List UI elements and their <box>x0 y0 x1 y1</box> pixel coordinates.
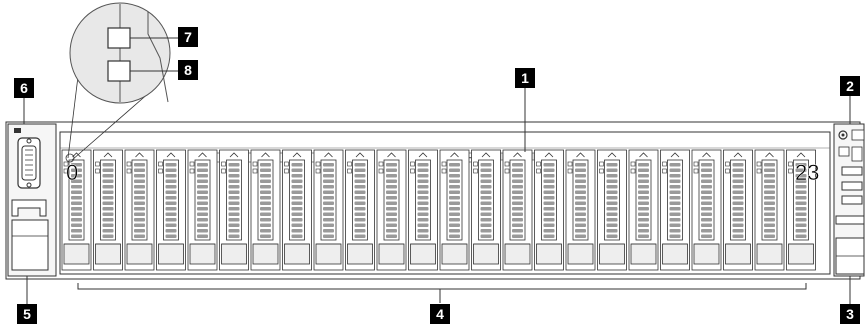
drive-bay[interactable] <box>597 149 627 271</box>
drive-bay[interactable] <box>628 149 659 271</box>
drive-bay[interactable] <box>187 149 218 271</box>
drive-bay[interactable] <box>124 149 155 271</box>
led-magnifier-icon <box>65 2 178 163</box>
drive-bay[interactable] <box>282 149 312 271</box>
svg-text:7: 7 <box>184 29 192 45</box>
drive-bay[interactable] <box>439 149 470 271</box>
activity-led <box>107 27 131 49</box>
drive-bay[interactable] <box>660 149 690 271</box>
drive-bays <box>61 149 816 271</box>
drive-bay[interactable] <box>754 149 785 271</box>
last-bay-number: 23 <box>795 160 819 185</box>
drive-bay[interactable] <box>786 149 816 271</box>
bay-range-label: 12 – 15 <box>459 155 482 162</box>
drive-bay-bracket <box>77 283 807 303</box>
status-led <box>107 60 131 82</box>
drive-bay[interactable] <box>471 149 501 271</box>
id-button-icon[interactable] <box>851 129 865 141</box>
drive-bay[interactable] <box>313 149 344 271</box>
drive-bay[interactable] <box>723 149 753 271</box>
drive-bay[interactable] <box>408 149 438 271</box>
svg-text:5: 5 <box>23 306 31 322</box>
left-rack-latch[interactable] <box>7 123 57 277</box>
drive-bay[interactable] <box>565 149 596 271</box>
svg-text:8: 8 <box>184 62 192 78</box>
rack-latch-icon <box>11 199 49 271</box>
drive-bay[interactable] <box>534 149 564 271</box>
callout-7: 7 <box>178 27 198 47</box>
drive-bay[interactable] <box>376 149 407 271</box>
drive-bay[interactable] <box>93 149 123 271</box>
drive-bay[interactable] <box>502 149 533 271</box>
callout-3: 3 <box>840 304 860 324</box>
power-button-icon[interactable] <box>838 130 848 140</box>
drive-bay[interactable] <box>61 149 92 271</box>
callout-8: 8 <box>178 60 198 80</box>
callout-2: 2 <box>840 76 860 96</box>
svg-text:3: 3 <box>846 306 854 322</box>
callout-6: 6 <box>14 78 34 98</box>
callout-1: 1 <box>515 68 535 88</box>
right-rack-latch[interactable] <box>833 123 865 277</box>
svg-text:1: 1 <box>521 70 529 86</box>
drive-bay[interactable] <box>219 149 249 271</box>
leader-lines <box>23 86 851 304</box>
drive-bay[interactable] <box>250 149 281 271</box>
usb-port-icon[interactable] <box>841 166 863 205</box>
svg-text:6: 6 <box>20 80 28 96</box>
first-bay-number: 0 <box>66 160 78 185</box>
drive-bay[interactable] <box>345 149 375 271</box>
drive-bay[interactable] <box>691 149 722 271</box>
callout-4: 4 <box>430 304 450 324</box>
callout-5: 5 <box>17 304 37 324</box>
svg-text:2: 2 <box>846 78 854 94</box>
vga-port-icon <box>14 128 41 189</box>
svg-text:4: 4 <box>436 306 444 322</box>
drive-bay[interactable] <box>156 149 186 271</box>
